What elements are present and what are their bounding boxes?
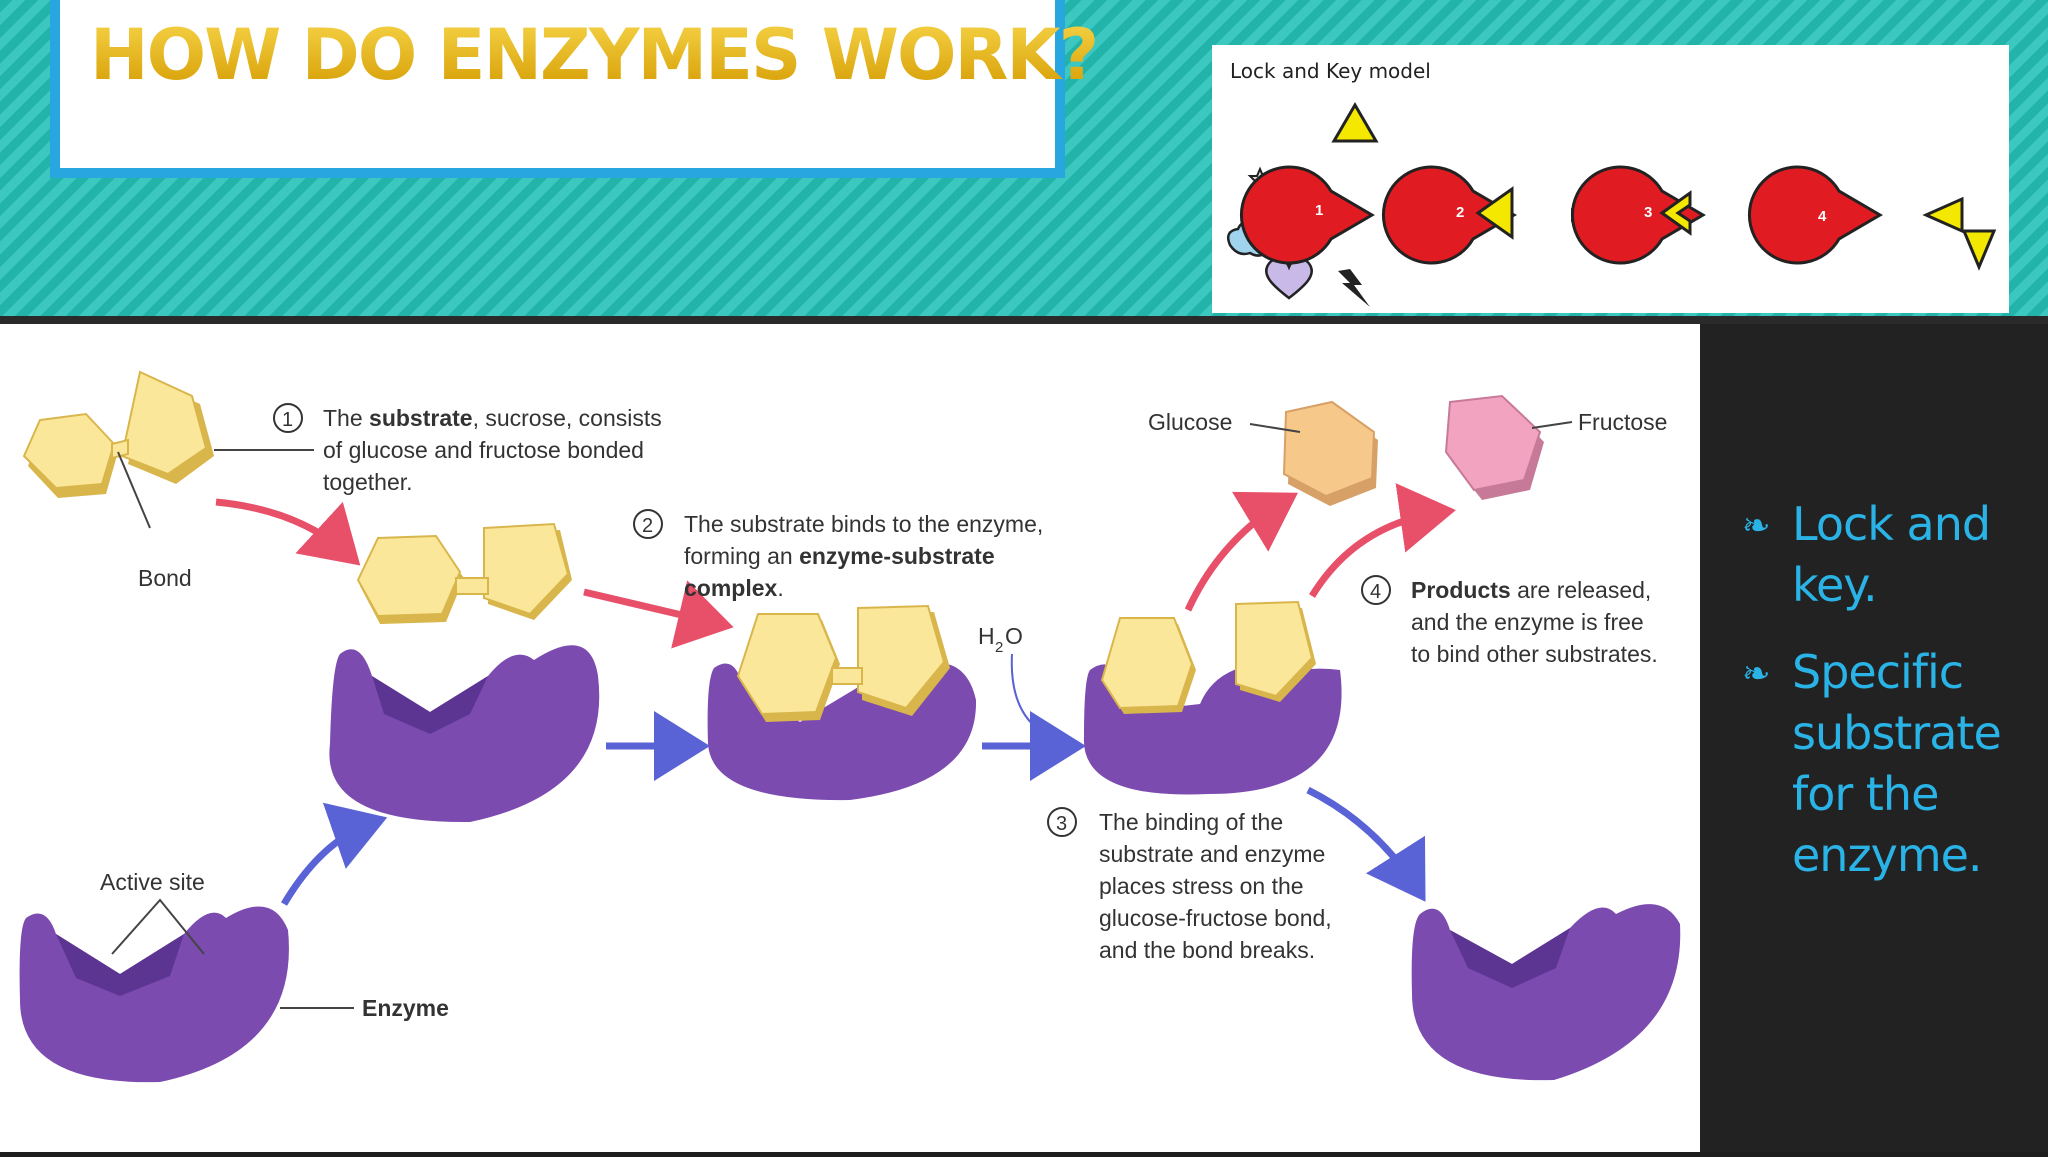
arrow-blue-4 (280, 802, 388, 906)
bullet-2-line-1: Specific (1792, 645, 1964, 699)
step2-text-run: The substrate binds to the enzyme, (684, 511, 1043, 537)
step3-text-run: and the bond breaks. (1099, 937, 1315, 963)
step-number-1: 1 (1315, 202, 1323, 219)
step3-text-run: places stress on the (1099, 873, 1304, 899)
step1-text: The substrate, sucrose, consists of gluco… (323, 405, 662, 495)
bullet-1-line-1: Lock and (1792, 497, 1991, 551)
bullet-1-line-2: key. (1792, 558, 1878, 612)
pacman-step-1: 1 (1239, 165, 1375, 265)
bullet-2: ❧ Specific substrate for the enzyme. (1742, 642, 2048, 886)
arrow-red-glucose (1184, 491, 1298, 612)
step1-number: 1 (282, 409, 293, 431)
step3-text: The binding of the substrate and enzyme pl… (1099, 809, 1332, 963)
step1-text-run: together. (323, 469, 413, 495)
step2-text-run: complex (684, 575, 778, 601)
bond-pointer-line (117, 451, 151, 529)
step2-text: The substrate binds to the enzyme, formin… (684, 511, 1043, 601)
step1-text-run: substrate (369, 405, 473, 431)
lock-key-illustration: 1 2 3 4 (1227, 102, 1997, 307)
step1-description: 1 The substrate, sucrose, consists of glu… (273, 403, 662, 495)
triangle-shape-icon (1331, 102, 1379, 143)
sucrose-substrate (22, 370, 214, 498)
water-h: H (978, 623, 995, 649)
slide-title: HOW DO ENZYMES WORK? (90, 14, 1099, 96)
bullet-flourish-icon: ❧ (1742, 654, 1770, 694)
bullet-flourish-icon: ❧ (1742, 506, 1770, 546)
step2-description: 2 The substrate binds to the enzyme, form… (633, 509, 1043, 601)
water-arrow (1010, 653, 1080, 751)
arrow-blue-3 (1306, 786, 1426, 902)
step3-text-run: The binding of the (1099, 809, 1283, 835)
sidebar: ❧ Lock and key. ❧ Specific substrate for… (1700, 324, 2048, 1152)
step2-number: 2 (642, 515, 653, 537)
step1-text-run: The (323, 405, 369, 431)
water-label: H 2 O (978, 623, 1023, 656)
arrow-red-1 (215, 498, 361, 566)
step4-text: Products are released, and the enzyme is … (1411, 577, 1658, 667)
water-o: O (1005, 623, 1023, 649)
pacman-step-3: 3 (1570, 165, 1706, 265)
step2-text-run: . (777, 575, 783, 601)
arrow-red-fructose (1309, 483, 1456, 598)
enzyme-shape-2 (329, 645, 600, 823)
bond-label: Bond (138, 565, 192, 591)
lock-key-title: Lock and Key model (1230, 59, 1431, 83)
lightning-shape-icon (1338, 269, 1370, 307)
enzyme-substrate-complex (707, 604, 977, 801)
enzyme-starting (19, 906, 289, 1083)
bullet-2-line-2: substrate (1792, 706, 2002, 760)
arrow-red-2 (583, 580, 734, 649)
step-number-4: 4 (1818, 208, 1827, 225)
step4-text-run: and the enzyme is free (1411, 609, 1644, 635)
enzyme-label: Enzyme (362, 995, 449, 1021)
pacman-step-4: 4 (1747, 165, 1997, 271)
fructose-pointer-line (1531, 421, 1573, 429)
enzyme-with-products (1083, 600, 1342, 795)
substrate-approaching (356, 522, 572, 624)
step1-text-run: of glucose and fructose bonded (323, 437, 644, 463)
step4-text-run: are released, (1511, 577, 1652, 603)
enzyme-diagram-panel: Bond 1 The substrate, sucrose, consists o… (0, 324, 1700, 1152)
fructose-product (1444, 394, 1544, 500)
bullet-1: ❧ Lock and key. (1742, 494, 2048, 616)
step3-description: 3 The binding of the substrate and enzyme… (1047, 807, 1332, 963)
step2-text-run: forming an (684, 543, 799, 569)
step3-number: 3 (1056, 813, 1067, 835)
glucose-label: Glucose (1148, 409, 1232, 435)
step4-number: 4 (1370, 581, 1381, 603)
band-divider (0, 316, 2048, 324)
enzyme-diagram: Bond 1 The substrate, sucrose, consists o… (19, 370, 1681, 1083)
step3-text-run: glucose-fructose bond, (1099, 905, 1332, 931)
heart-shape-icon (1265, 257, 1313, 300)
bullet-2-line-4: enzyme. (1792, 828, 1983, 882)
step2-text-run: enzyme-substrate (799, 543, 995, 569)
fructose-label: Fructose (1578, 409, 1667, 435)
step3-text-run: substrate and enzyme (1099, 841, 1325, 867)
water-sub: 2 (995, 639, 1003, 656)
glucose-product (1282, 400, 1378, 506)
step4-description: 4 Products are released, and the enzyme i… (1361, 575, 1658, 667)
step-number-3: 3 (1644, 204, 1652, 221)
active-site-pointer (111, 898, 205, 955)
step-number-2: 2 (1456, 204, 1464, 221)
step4-text-run: Products (1411, 577, 1511, 603)
title-box: HOW DO ENZYMES WORK? (50, 0, 1099, 178)
enzyme-free (1411, 904, 1681, 1081)
step4-text-run: to bind other substrates. (1411, 641, 1658, 667)
step1-text-run: , sucrose, consists (473, 405, 662, 431)
lock-and-key-panel: Lock and Key model 1 2 3 4 (1212, 45, 2009, 313)
glucose-pointer-line (1249, 423, 1301, 433)
active-site-label: Active site (100, 869, 205, 895)
bullet-2-line-3: for the (1792, 767, 1939, 821)
pacman-step-2: 2 (1381, 165, 1517, 265)
